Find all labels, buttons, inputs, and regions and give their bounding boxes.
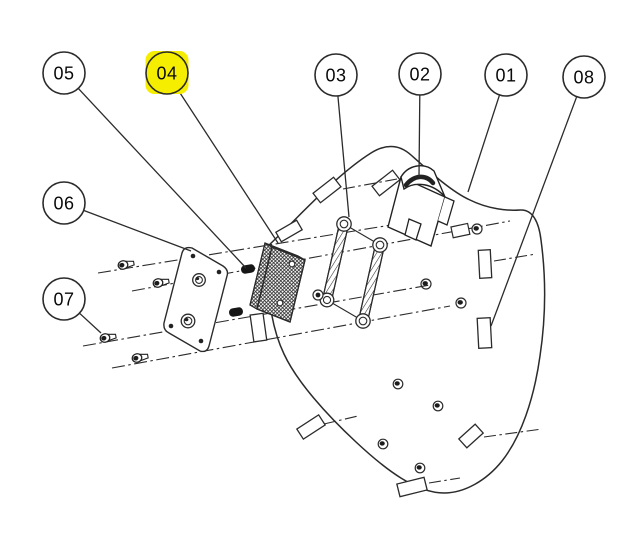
callout-number: 05 — [53, 64, 74, 84]
bracket-standoff — [336, 216, 352, 232]
callout-number: 02 — [409, 65, 430, 85]
callout-number: 04 — [156, 64, 177, 84]
part-08-slot[interactable] — [476, 316, 493, 349]
callout-circle — [42, 277, 86, 321]
panel-cutout — [396, 476, 428, 498]
screw[interactable] — [99, 332, 117, 343]
callout-01[interactable]: 01 — [484, 53, 528, 97]
stud-nut — [414, 462, 426, 474]
callout-number: 08 — [573, 68, 594, 88]
stud-nut — [432, 400, 444, 412]
panel-cutouts — [274, 169, 493, 498]
plate-bushing — [192, 273, 206, 287]
panel-stub-lines — [323, 178, 543, 484]
callout-number: 07 — [53, 290, 74, 310]
callout-number: 06 — [53, 194, 74, 214]
switch-mount-screw — [450, 222, 483, 239]
stud-nut — [420, 278, 432, 290]
callout-circle — [398, 52, 442, 96]
callout-circle — [562, 55, 606, 99]
bracket-nut — [312, 289, 324, 301]
callout-07[interactable]: 07 — [42, 277, 86, 321]
callout-circle — [145, 51, 189, 95]
panel-cutout — [457, 423, 485, 449]
part-03-frame-bracket[interactable] — [312, 216, 388, 329]
screw[interactable] — [117, 259, 135, 270]
part-02-switch[interactable] — [387, 165, 455, 247]
part-04-block[interactable] — [249, 242, 306, 323]
panel-cutout — [371, 169, 401, 197]
leader-line-03 — [337, 95, 350, 218]
leader-line-06 — [83, 209, 192, 252]
callout-03[interactable]: 03 — [314, 53, 358, 97]
callout-05[interactable]: 05 — [42, 51, 86, 95]
callout-04[interactable]: 04 — [145, 51, 189, 95]
callout-02[interactable]: 02 — [398, 52, 442, 96]
callout-08[interactable]: 08 — [562, 55, 606, 99]
bracket-standoff — [355, 313, 371, 329]
stud-nut — [377, 438, 389, 450]
panel-slot — [477, 249, 493, 279]
screw[interactable] — [131, 352, 149, 363]
callout-leader-lines — [77, 87, 578, 334]
leader-line-02 — [418, 94, 421, 178]
leader-line-05 — [77, 87, 247, 269]
part-05-nuts[interactable] — [228, 264, 255, 318]
callout-circle — [42, 181, 86, 225]
callout-number: 01 — [495, 66, 516, 86]
leader-line-07 — [79, 312, 102, 334]
callout-06[interactable]: 06 — [42, 181, 86, 225]
part-06-cover-plate[interactable] — [163, 246, 229, 353]
switch-rocker — [403, 174, 436, 188]
callout-circle — [42, 51, 86, 95]
panel-cutout — [295, 413, 327, 441]
panel-cutout — [274, 219, 304, 243]
stud-nut — [455, 297, 467, 309]
panel-cutout — [312, 176, 342, 204]
leader-line-04 — [177, 90, 279, 244]
stud-nut — [392, 378, 404, 390]
bracket-standoff — [372, 237, 388, 253]
leader-line-08 — [490, 96, 578, 327]
callout-circle — [314, 53, 358, 97]
screw[interactable] — [152, 277, 170, 288]
spacer-sleeve — [249, 312, 268, 343]
callout-number: 03 — [325, 66, 346, 86]
part-07-screws[interactable] — [99, 259, 170, 363]
plate-bushing — [180, 313, 196, 329]
leader-line-01 — [467, 94, 501, 193]
callout-circle — [484, 53, 528, 97]
nut[interactable] — [228, 307, 243, 318]
